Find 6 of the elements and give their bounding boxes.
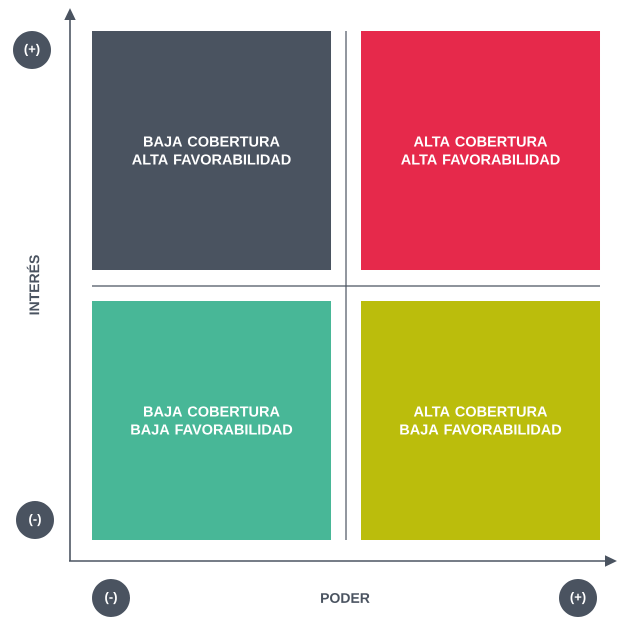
- axis-label: INTERÉS: [26, 255, 40, 314]
- quadrant-box: BAJA COBERTURA BAJA FAVORABILIDAD: [92, 301, 331, 540]
- axis-label: PODER: [321, 593, 370, 603]
- quadrant-box: ALTA COBERTURA ALTA FAVORABILIDAD: [361, 31, 600, 270]
- quadrant-box: BAJA COBERTURA ALTA FAVORABILIDAD: [92, 31, 331, 270]
- quadrant-box: ALTA COBERTURA BAJA FAVORABILIDAD: [361, 301, 600, 540]
